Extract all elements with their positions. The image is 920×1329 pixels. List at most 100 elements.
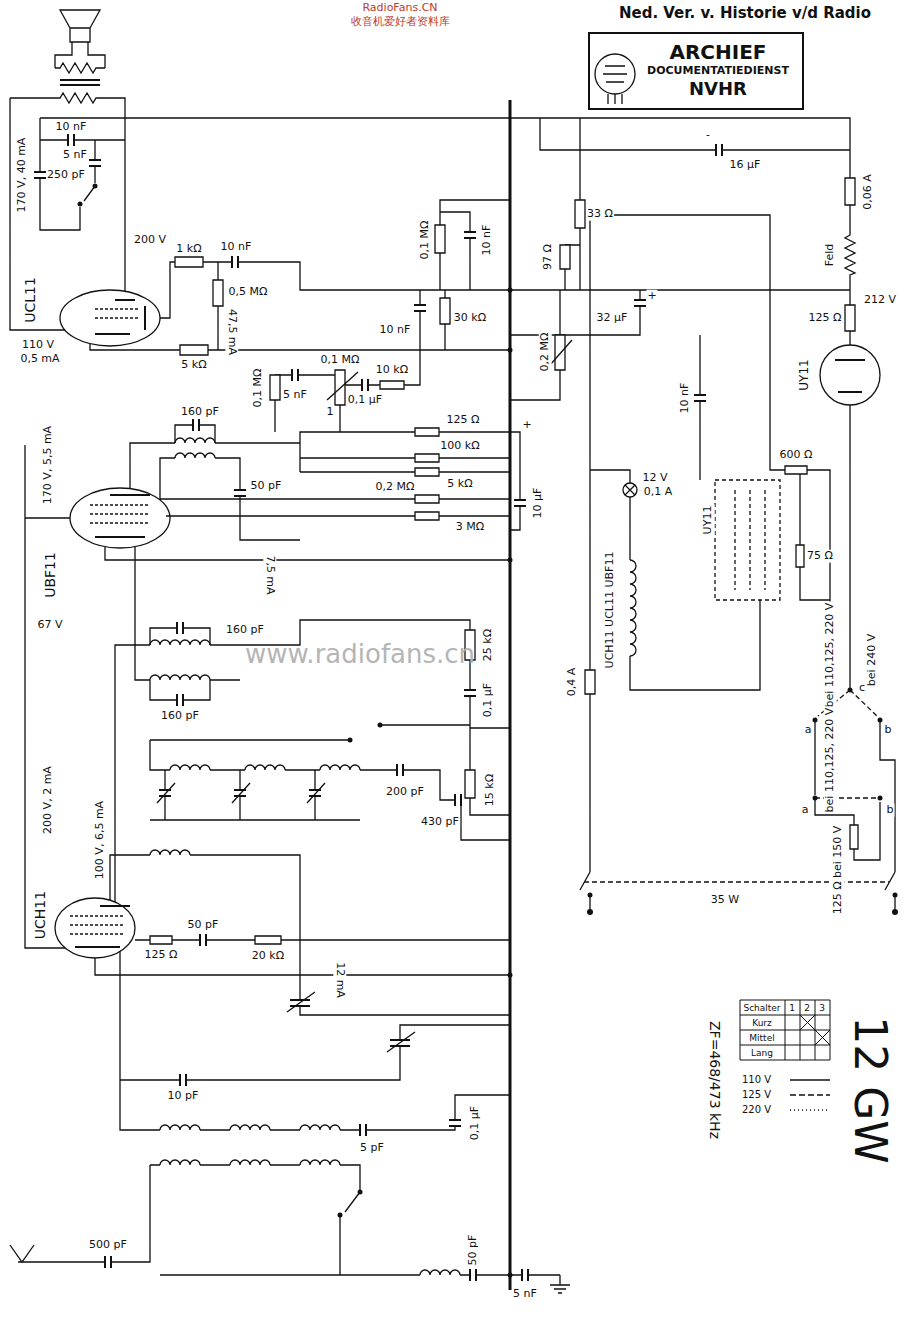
watermark: 收音机爱好者资料库 [350,16,451,29]
component-value: 250 pF [46,169,86,182]
stamp-text: DOCUMENTATIEDIENST [646,64,790,78]
legend-text: 110 V [742,1074,771,1086]
junction-dot [587,909,593,915]
component-value: 125 Ω [446,414,481,427]
component-value: 110 V [21,339,55,352]
component-value: + [521,419,532,432]
component-value: 12 V [641,472,668,485]
tube-name: UCL11 [22,276,38,324]
stamp-icon [603,66,627,104]
lamp-symbol [625,485,635,495]
component-value: 5 kΩ [180,359,207,372]
junction-dot [338,1213,343,1218]
component-value: 5 kΩ [446,478,473,491]
component-value: 25 kΩ [482,628,495,662]
stamp-text: NVHR [646,78,790,100]
component-value: 200 V, 2 mA [42,765,55,835]
component-value: - [705,129,711,142]
table-grid [740,1000,830,1060]
note: ZF=468/473 kHz [707,1020,723,1140]
component-value: 1 [326,406,335,419]
tube-envelope [820,345,880,405]
junction-dot [848,688,853,693]
component-value: 600 Ω [779,449,814,462]
component-value: 1 kΩ [175,243,202,256]
component-value: 15 kΩ [484,773,497,807]
legend-text: 125 V [742,1089,771,1101]
watermark: www.radiofans.cn [244,640,476,670]
component-value: 30 kΩ [453,312,487,325]
table-cell: 3 [818,1003,826,1013]
junction-dot [813,796,818,801]
watermark: RadioFans.CN [361,2,438,15]
schematic-lines [10,10,895,1293]
table-cell: 2 [803,1003,811,1013]
junction-dot [508,558,513,563]
component-value: Feld [824,243,837,268]
component-value: 160 pF [180,406,220,419]
junction-dot [378,723,383,728]
component-value: 75 Ω [806,550,834,563]
component-value: 35 W [710,894,740,907]
component-value: 125 Ω [808,312,843,325]
component-value: 5 nF [282,389,308,402]
table-cell: Lang [750,1048,774,1058]
component-value: 10 pF [167,1090,200,1103]
capacitor-symbol [34,134,722,1281]
component-value: 0,4 A [566,667,579,698]
component-value: 160 pF [160,710,200,723]
junction-dot [878,796,883,801]
component-value: c [858,682,866,695]
component-value: 67 V [36,619,63,632]
component-value: 170 V, 5,5 mA [42,425,55,505]
junction-dot [508,348,513,353]
coil-symbol [150,438,636,1275]
table-cell: Schalter [742,1003,781,1013]
junction-dot [78,202,83,207]
component-value: 200 V [133,234,167,247]
tube-electrode [75,300,865,947]
tube-name: UCH11 [32,890,48,940]
archive-stamp: ARCHIEFDOCUMENTATIEDIENSTNVHR [588,32,804,110]
component-value: 0,5 MΩ [228,286,269,299]
component-value: bei 240 V [866,633,879,687]
tube-name: UBF11 [42,551,58,599]
component-value: 0,1 μF [469,1105,482,1141]
component-value: 3 MΩ [455,521,485,534]
component-value: + [646,290,657,303]
table-cell: Mittel [748,1033,775,1043]
component-value: 200 pF [385,786,425,799]
component-value: bei 110,125, 220 V [824,602,837,709]
component-value: 125 Ω [144,949,179,962]
component-value: 160 pF [225,624,265,637]
component-value: b [884,724,893,737]
component-value: 10 nF [55,121,88,134]
component-value: 10 nF [379,324,412,337]
component-value: 100 kΩ [439,440,480,453]
component-value: 0,2 MΩ [375,481,416,494]
component-value: 5 pF [359,1142,385,1155]
component-value: 47,5 mA [226,308,239,356]
component-value: 0,5 mA [19,353,60,366]
resistor-symbol [150,178,858,944]
component-value: 10 μF [532,487,545,520]
socket-outline [715,480,780,600]
legend-sample [790,1109,830,1110]
component-value: 100 V, 6,5 mA [94,800,107,880]
component-value: 0,06 A [862,173,875,211]
junction-dot [508,1273,513,1278]
component-value: UCH11 UCL11 UBF11 [604,551,617,670]
component-value: 50 pF [250,480,283,493]
component-value: 0,1 MΩ [252,368,265,409]
transformer-core [60,80,100,85]
junction-dot [588,893,593,898]
component-value: 0,1 MΩ [320,354,361,367]
component-value: 212 V [863,294,897,307]
component-value: 500 pF [88,1239,128,1252]
component-value: 5 nF [62,149,88,162]
lamp-symbol [623,483,637,497]
component-value: 0,2 MΩ [539,332,552,373]
junction-dot [893,893,898,898]
stamp-text: ARCHIEF [646,40,790,64]
